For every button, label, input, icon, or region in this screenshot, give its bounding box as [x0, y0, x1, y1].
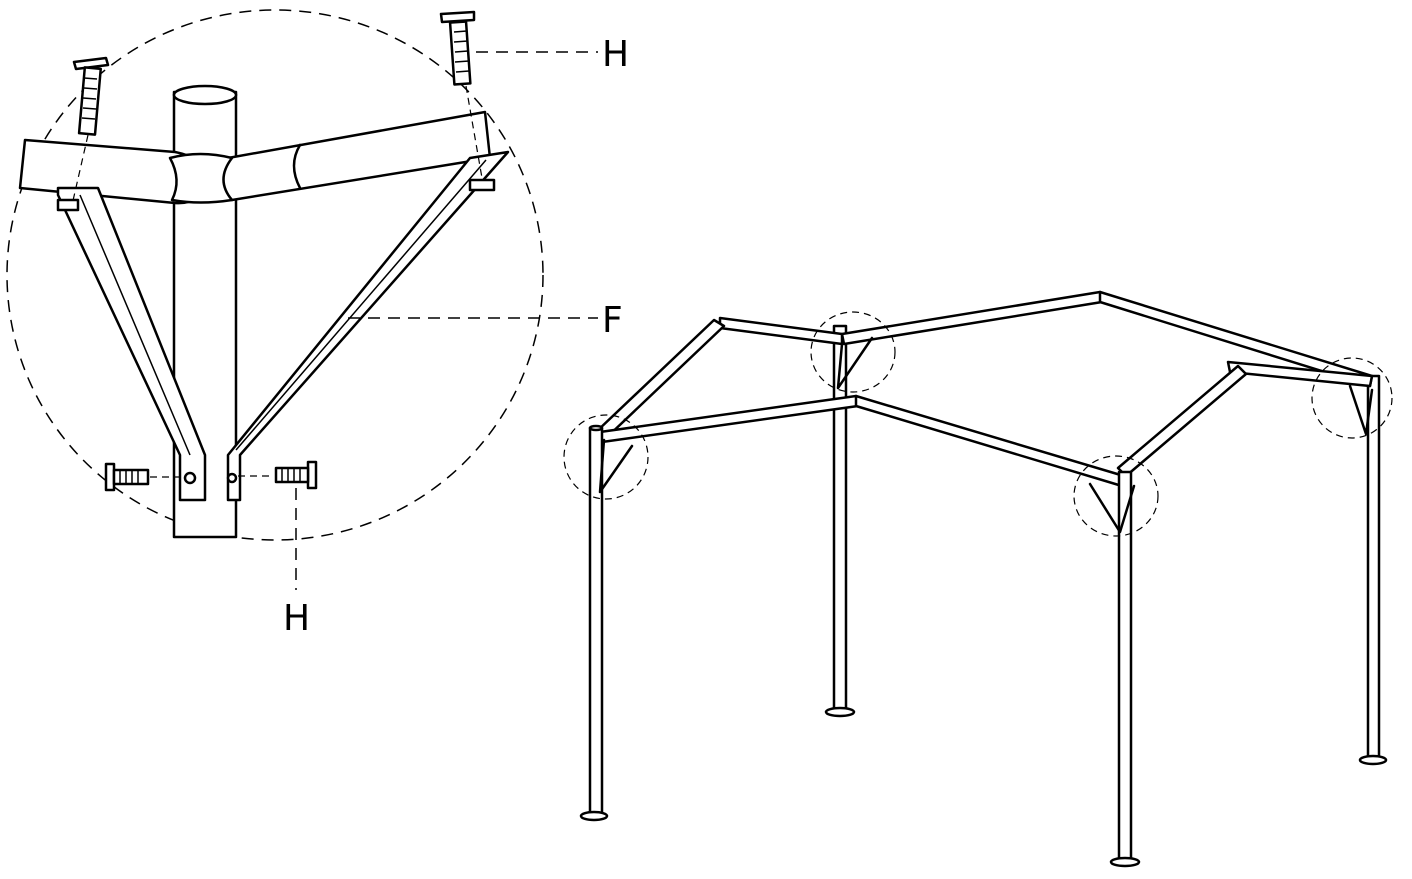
- callout-circle-back-left: [810, 311, 896, 393]
- roof-front: [598, 394, 1126, 488]
- pole-front-left: [579, 424, 609, 822]
- pole-back-right: [1358, 374, 1388, 766]
- pole-front-right: [1109, 470, 1141, 868]
- detail-circle: [6, 9, 544, 541]
- detail-left-brace: [56, 186, 207, 502]
- detail-screw-top-left: [56, 56, 110, 212]
- corner-braces: [598, 336, 1374, 534]
- callout-circle-front-right: [1073, 455, 1159, 537]
- detail-screw-top-right: [439, 10, 496, 192]
- callout-circle-front-left: [563, 414, 649, 500]
- roof-back: [594, 290, 1374, 478]
- pole-back-left: [824, 324, 856, 718]
- detail-screw-bottom-left: [104, 462, 180, 492]
- detail-right-brace: [226, 150, 510, 502]
- label-f: F: [602, 300, 623, 341]
- detail-view: H F H: [6, 9, 629, 639]
- gazebo-frame: [563, 290, 1393, 868]
- detail-screw-bottom-right: [238, 460, 318, 490]
- label-top-h: H: [602, 34, 629, 75]
- callout-circle-back-right: [1311, 357, 1393, 439]
- label-bottom-h: H: [283, 598, 310, 639]
- detail-connector: [168, 152, 234, 204]
